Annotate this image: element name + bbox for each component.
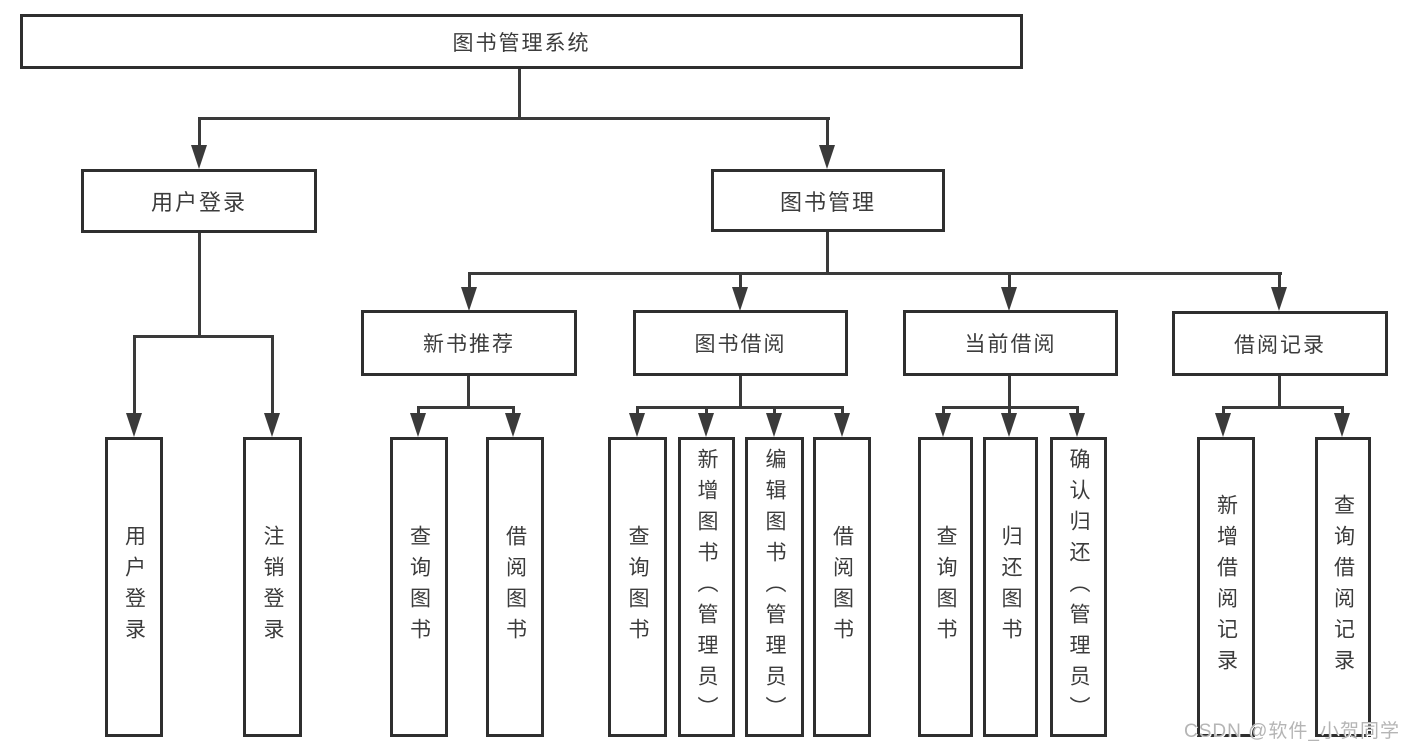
- arrowhead: [264, 413, 280, 437]
- connector-line: [417, 406, 515, 409]
- node-label: 图书管理系统: [452, 31, 591, 55]
- leaf-borrow-books-recommend: 借阅图书: [486, 437, 544, 737]
- arrowhead: [410, 413, 426, 437]
- connector-line: [841, 406, 844, 418]
- connector-line: [198, 117, 201, 147]
- connector-line: [467, 376, 470, 409]
- arrowhead: [1271, 287, 1287, 311]
- arrowhead: [461, 287, 477, 311]
- node-label: 借阅图书: [503, 525, 527, 649]
- connector-line: [1278, 272, 1281, 290]
- connector-line: [636, 406, 844, 409]
- csdn-watermark: CSDN @软件_小贺同学: [1184, 721, 1400, 742]
- leaf-edit-books-admin: 编辑图书（管理员）: [745, 437, 804, 737]
- node-user-login: 用户登录: [81, 169, 317, 233]
- arrowhead: [732, 287, 748, 311]
- node-label: 注销登录: [261, 525, 284, 649]
- leaf-user-login: 用户登录: [105, 437, 163, 737]
- node-label: 查询图书: [626, 525, 649, 649]
- connector-line: [739, 272, 742, 290]
- node-label: 查询图书: [934, 525, 957, 649]
- arrowhead: [1001, 413, 1017, 437]
- connector-line: [705, 406, 708, 418]
- node-label: 借阅记录: [1234, 333, 1326, 357]
- leaf-add-borrow-record: 新增借阅记录: [1197, 437, 1255, 737]
- connector-line: [1008, 376, 1011, 409]
- node-label: 确认归还（管理员）: [1067, 447, 1090, 727]
- connector-line: [1222, 406, 1225, 418]
- node-current-borrowing: 当前借阅: [903, 310, 1118, 376]
- connector-line: [1222, 406, 1344, 409]
- connector-line: [1008, 406, 1011, 418]
- connector-line: [739, 376, 742, 409]
- node-label: 新增借阅记录: [1214, 494, 1238, 680]
- connector-line: [133, 335, 274, 338]
- connector-line: [1278, 376, 1281, 409]
- node-library-management-system: 图书管理系统: [20, 14, 1023, 69]
- leaf-query-books-borrowing: 查询图书: [608, 437, 667, 737]
- connector-line: [1008, 272, 1011, 290]
- connector-line: [636, 406, 639, 418]
- connector-line: [1341, 406, 1344, 418]
- connector-line: [518, 69, 521, 119]
- arrowhead: [1215, 413, 1231, 437]
- node-book-borrowing: 图书借阅: [633, 310, 848, 376]
- node-label: 用户登录: [122, 525, 146, 649]
- node-label: 图书借阅: [694, 333, 787, 356]
- connector-line: [826, 232, 829, 275]
- connector-line: [417, 406, 420, 418]
- node-label: 用户登录: [150, 190, 247, 215]
- arrowhead: [698, 413, 714, 437]
- connector-line: [468, 272, 471, 290]
- connector-line: [198, 233, 201, 338]
- leaf-return-books: 归还图书: [983, 437, 1038, 737]
- leaf-query-books-current: 查询图书: [918, 437, 973, 737]
- connector-line: [468, 272, 1282, 275]
- connector-line: [512, 406, 515, 418]
- arrowhead: [834, 413, 850, 437]
- connector-line: [1076, 406, 1079, 418]
- node-label: 新书推荐: [423, 333, 515, 356]
- node-label: 编辑图书（管理员）: [763, 447, 786, 727]
- arrowhead: [935, 413, 951, 437]
- node-book-management: 图书管理: [711, 169, 945, 232]
- connector-line: [271, 335, 274, 417]
- arrowhead: [1001, 287, 1017, 311]
- leaf-borrow-books-borrowing: 借阅图书: [813, 437, 871, 737]
- node-borrowing-records: 借阅记录: [1172, 311, 1388, 376]
- node-label: 借阅图书: [830, 525, 854, 649]
- connector-line: [773, 406, 776, 418]
- leaf-add-books-admin: 新增图书（管理员）: [678, 437, 735, 737]
- connector-line: [826, 117, 829, 147]
- arrowhead: [629, 413, 645, 437]
- connector-line: [133, 335, 136, 417]
- node-label: 查询图书: [407, 525, 431, 649]
- arrowhead: [126, 413, 142, 437]
- node-label: 查询借阅记录: [1331, 494, 1355, 680]
- leaf-confirm-return-admin: 确认归还（管理员）: [1050, 437, 1107, 737]
- node-label: 图书管理: [779, 189, 876, 215]
- arrowhead: [819, 145, 835, 169]
- connector-line: [198, 117, 830, 120]
- node-label: 归还图书: [999, 525, 1022, 649]
- connector-line: [942, 406, 945, 418]
- node-label: 当前借阅: [964, 333, 1057, 356]
- arrowhead: [766, 413, 782, 437]
- leaf-query-books-recommend: 查询图书: [390, 437, 448, 737]
- leaf-query-borrow-record: 查询借阅记录: [1315, 437, 1371, 737]
- node-new-book-recommend: 新书推荐: [361, 310, 577, 376]
- arrowhead: [1069, 413, 1085, 437]
- node-label: 新增图书（管理员）: [695, 447, 718, 727]
- arrowhead: [1334, 413, 1350, 437]
- arrowhead: [191, 145, 207, 169]
- arrowhead: [505, 413, 521, 437]
- leaf-logout: 注销登录: [243, 437, 302, 737]
